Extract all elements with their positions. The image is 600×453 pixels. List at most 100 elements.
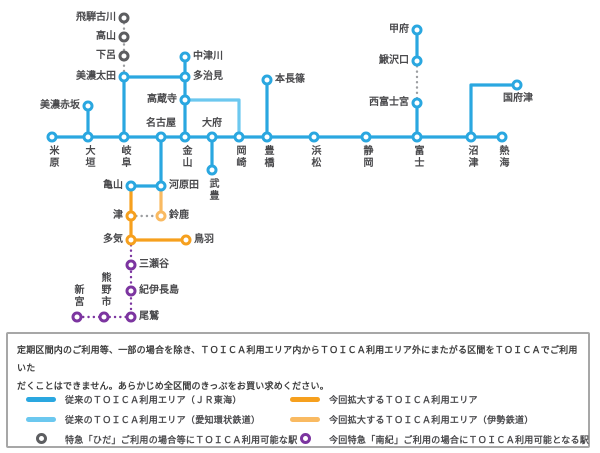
legend-new-toica-area-label: 今回拡大するＴＯＩＣＡ利用エリア xyxy=(329,394,478,405)
usage-notice-line2: だくことはできません。あらかじめ全区間のきっぷをお買い求めください。 xyxy=(17,381,329,391)
usage-notice: 定期区間内のご利用等、一部の場合を除き、ＴＯＩＣＡ利用エリア内からＴＯＩＣＡ利用… xyxy=(17,341,583,395)
legend-hida-station-label: 特急「ひだ」ご利用の場合等にＴＯＩＣＡ利用可能な駅 xyxy=(65,434,298,445)
station-nagoya-marker xyxy=(155,131,167,143)
station-tsu-label: 津 xyxy=(113,210,123,221)
legend-hida-station: 特急「ひだ」ご利用の場合等にＴＯＩＣＡ利用可能な駅 xyxy=(26,430,297,448)
station-atami-marker xyxy=(496,131,508,143)
station-nishi-fujinomiya-marker xyxy=(411,97,423,109)
legend-jr-toica-area-label: 従来のＴＯＩＣＡ利用エリア（ＪＲ東海） xyxy=(65,394,242,405)
station-hida-furukawa-marker xyxy=(118,12,130,24)
legend-ise-toica-area-line-icon xyxy=(290,416,320,422)
station-shingu-marker xyxy=(71,311,83,323)
legend-aikan-toica-area: 従来のＴＯＩＣＡ利用エリア（愛知環状鉄道） xyxy=(26,413,290,426)
legend-grid: 従来のＴＯＩＣＡ利用エリア（ＪＲ東海） 今回拡大するＴＯＩＣＡ利用エリア従来のＴＯ… xyxy=(26,389,589,449)
legend-ise-toica-area-label: 今回拡大するＴＯＩＣＡ利用エリア（伊勢鉄道） xyxy=(329,414,534,425)
station-kofu-label: 甲府 xyxy=(389,24,409,35)
station-toba-marker xyxy=(180,234,192,246)
station-mino-ota-label: 美濃太田 xyxy=(76,71,116,82)
station-gero-label: 下呂 xyxy=(96,50,116,61)
station-ogaki-marker xyxy=(82,131,94,143)
station-kajikazawaguchi-label: 鰍沢口 xyxy=(379,55,409,66)
station-atami-label: 熱海 xyxy=(497,145,508,169)
station-tsu-marker xyxy=(125,210,137,222)
legend-aikan-toica-area-label: 従来のＴＯＩＣＡ利用エリア（愛知環状鉄道） xyxy=(65,414,261,425)
station-kanayama-label: 金山 xyxy=(180,145,191,169)
line-aichi-loop-line xyxy=(183,98,241,139)
legend-nanki-station: 今回特急「南紀」ご利用の場合にＴＯＩＣＡ利用可能となる駅 xyxy=(290,430,589,448)
legend-nanki-station-circle-icon xyxy=(299,433,311,445)
station-kozoji-marker xyxy=(179,94,191,106)
station-maibara-marker xyxy=(46,131,58,143)
station-kumanoshi-label: 熊野市 xyxy=(99,272,110,308)
legend-new-toica-area: 今回拡大するＴＯＩＣＡ利用エリア xyxy=(290,393,589,406)
station-shizuoka-marker xyxy=(360,131,372,143)
station-mino-akasaka-marker xyxy=(82,100,94,112)
station-kii-nagashima-marker xyxy=(125,285,137,297)
station-misedani-marker xyxy=(125,259,137,271)
station-obu-marker xyxy=(206,131,218,143)
station-nakatsugawa-label: 中津川 xyxy=(193,51,223,62)
station-hamamatsu-marker xyxy=(308,131,320,143)
station-kanayama-marker xyxy=(179,131,191,143)
station-okazaki-marker xyxy=(233,131,245,143)
station-taketoyo-marker xyxy=(206,164,218,176)
station-kameyama-marker xyxy=(125,180,137,192)
station-hon-nagashino-marker xyxy=(261,74,273,86)
legend-nanki-station-label: 今回特急「南紀」ご利用の場合にＴＯＩＣＡ利用可能となる駅 xyxy=(329,434,590,445)
station-hamamatsu-label: 浜松 xyxy=(309,145,320,169)
station-ogaki-label: 大垣 xyxy=(83,145,94,169)
station-fuji-label: 富士 xyxy=(412,145,423,169)
station-gifu-marker xyxy=(118,131,130,143)
legend-jr-toica-area: 従来のＴＯＩＣＡ利用エリア（ＪＲ東海） xyxy=(26,393,290,406)
station-kozoji-label: 高蔵寺 xyxy=(147,94,177,105)
station-taketoyo-label: 武豊 xyxy=(207,178,218,202)
station-maibara-label: 米原 xyxy=(47,145,58,169)
station-takayama-label: 高山 xyxy=(96,31,116,42)
station-tajimi-label: 多治見 xyxy=(193,71,223,82)
station-misedani-label: 三瀬谷 xyxy=(139,259,169,270)
legend-aikan-toica-area-line-icon xyxy=(26,416,56,422)
usage-notice-line1: 定期区間内のご利用等、一部の場合を除き、ＴＯＩＣＡ利用エリア内からＴＯＩＣＡ利用… xyxy=(17,345,578,373)
legend-jr-toica-area-line-icon xyxy=(26,396,56,402)
legend-ise-toica-area: 今回拡大するＴＯＩＣＡ利用エリア（伊勢鉄道） xyxy=(290,413,589,426)
station-owase-marker xyxy=(125,311,137,323)
station-obu-label: 大府 xyxy=(202,118,222,129)
station-taki-label: 多気 xyxy=(103,234,123,245)
station-kawarada-label: 河原田 xyxy=(169,180,199,191)
line-kansai-line-blue xyxy=(129,135,163,188)
station-kofu-marker xyxy=(411,24,423,36)
station-taki-marker xyxy=(125,234,137,246)
rail-network-map: 飛騨古川高山下呂美濃太田美濃赤坂中津川多治見高蔵寺本長篠甲府鰍沢口西富士宮国府津… xyxy=(40,12,533,323)
station-takayama-marker xyxy=(118,31,130,43)
station-kii-nagashima-label: 紀伊長島 xyxy=(139,285,179,296)
station-nagoya-label: 名古屋 xyxy=(146,118,176,129)
station-tajimi-marker xyxy=(179,71,191,83)
legend-new-toica-area-line-icon xyxy=(290,396,320,402)
line-gotemba-line xyxy=(469,83,519,139)
station-kozu-marker xyxy=(511,79,523,91)
station-suzuka-label: 鈴鹿 xyxy=(169,210,189,221)
legend-box: 定期区間内のご利用等、一部の場合を除き、ＴＯＩＣＡ利用エリア内からＴＯＩＣＡ利用… xyxy=(6,332,590,448)
station-mino-ota-marker xyxy=(118,71,130,83)
station-numazu-marker xyxy=(465,131,477,143)
station-gero-marker xyxy=(118,50,130,62)
station-hida-furukawa-label: 飛騨古川 xyxy=(76,12,116,23)
station-owase-label: 尾鷲 xyxy=(139,311,159,322)
station-toyohashi-marker xyxy=(261,131,273,143)
station-kumanoshi-marker xyxy=(98,311,110,323)
station-shingu-label: 新宮 xyxy=(72,284,83,308)
station-toba-label: 鳥羽 xyxy=(194,234,214,245)
station-okazaki-label: 岡崎 xyxy=(234,145,245,169)
station-shizuoka-label: 静岡 xyxy=(361,145,372,169)
station-mino-akasaka-label: 美濃赤坂 xyxy=(40,100,80,111)
station-fuji-marker xyxy=(411,131,423,143)
station-numazu-label: 沼津 xyxy=(466,145,477,169)
station-toyohashi-label: 豊橋 xyxy=(262,145,273,169)
station-kawarada-marker xyxy=(155,180,167,192)
station-suzuka-marker xyxy=(155,210,167,222)
station-nishi-fujinomiya-label: 西富士宮 xyxy=(369,97,409,108)
station-kajikazawaguchi-marker xyxy=(411,55,423,67)
station-gifu-label: 岐阜 xyxy=(119,145,130,169)
station-nakatsugawa-marker xyxy=(179,51,191,63)
